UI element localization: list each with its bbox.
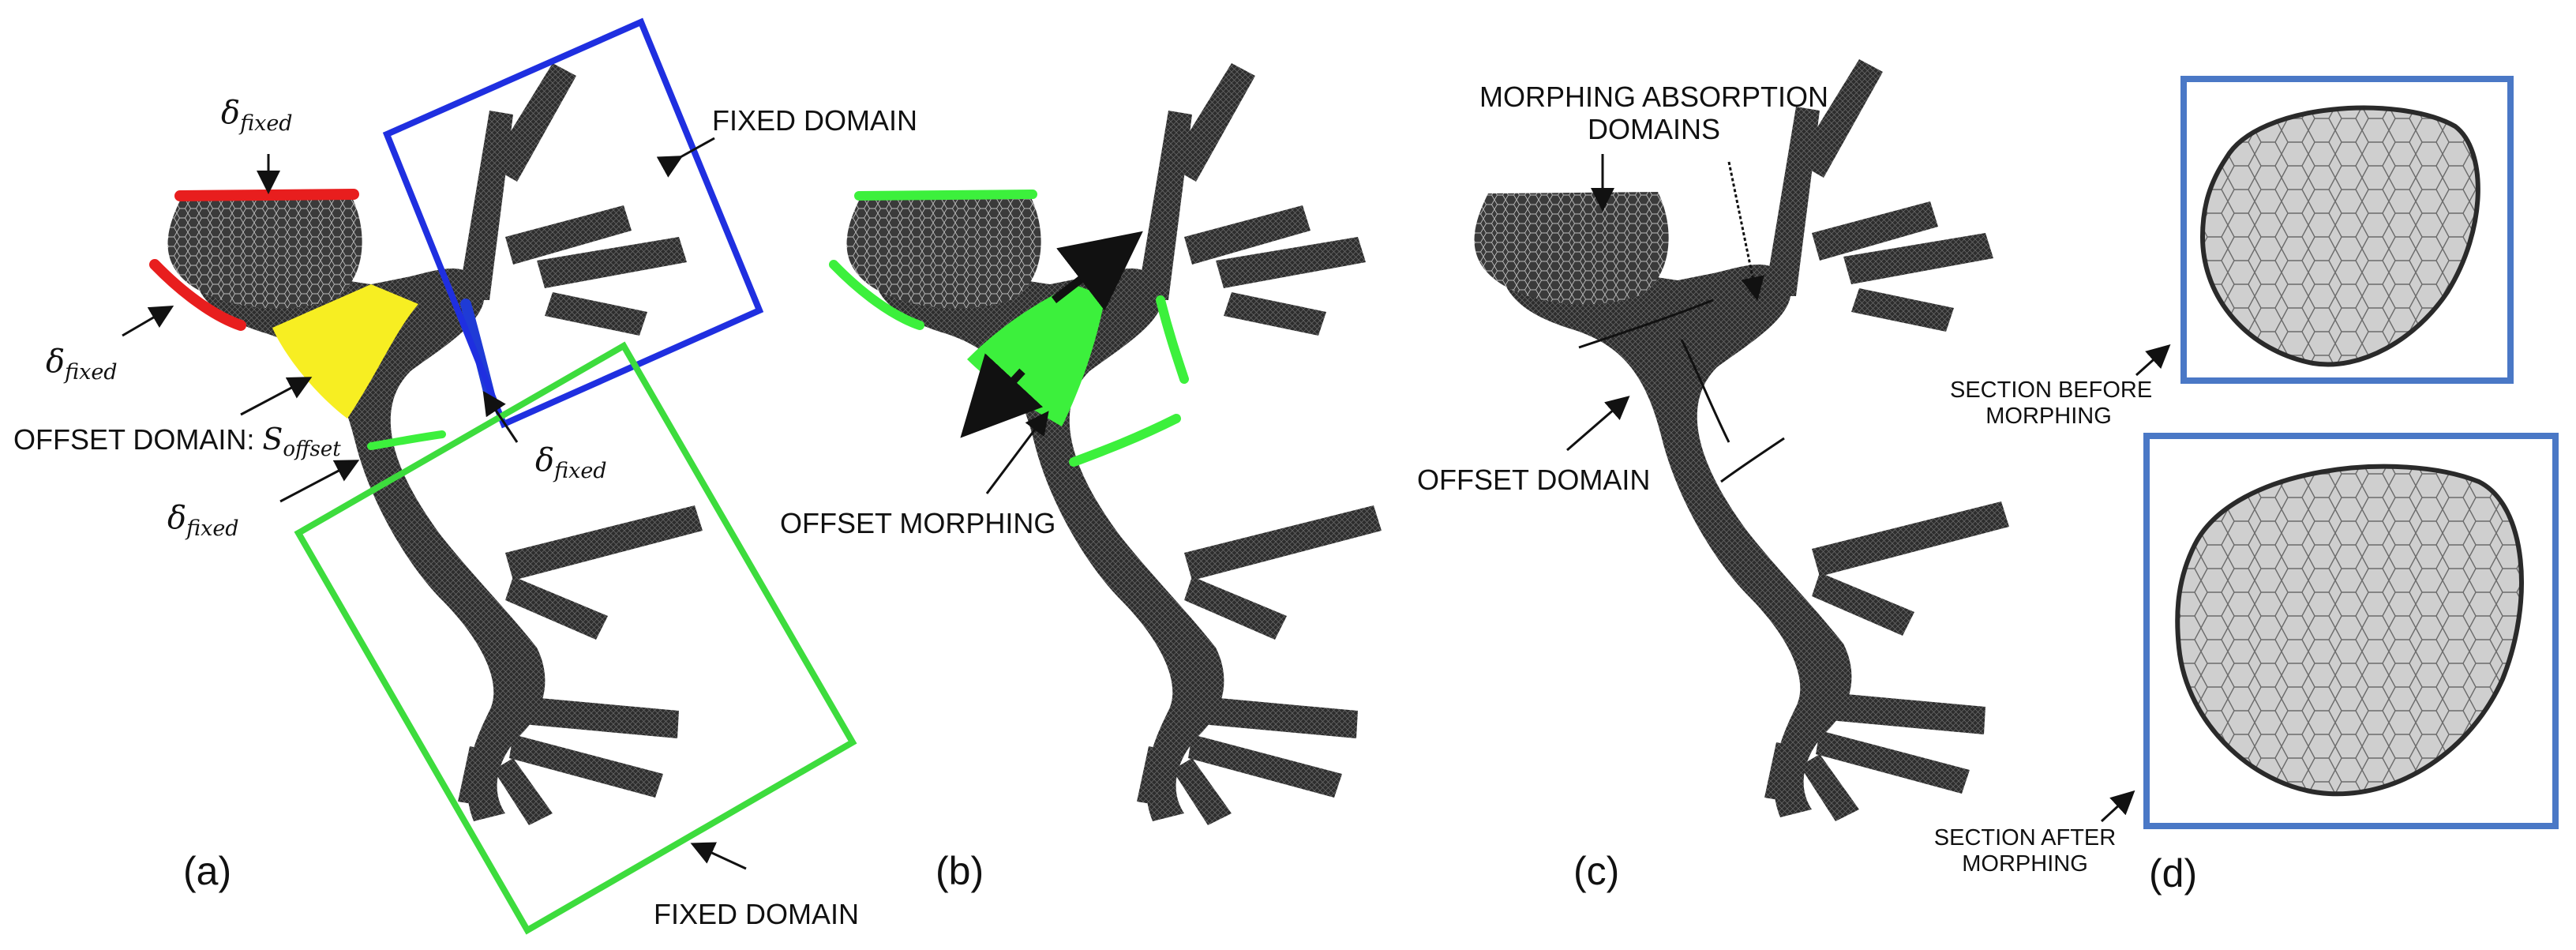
arrow-icon	[122, 305, 174, 337]
arrow-icon	[1566, 396, 1630, 452]
arrow-icon	[1727, 161, 1764, 301]
panel-c-vessel-mesh-icon	[1474, 59, 2009, 821]
arrow-icon	[690, 842, 747, 870]
fixed-domain-frame-green	[294, 341, 857, 935]
green-boundary-top	[854, 190, 1037, 201]
panel-label-a: (a)	[183, 849, 232, 893]
arrow-icon	[482, 391, 519, 443]
panel-d-sections	[2100, 76, 2559, 829]
cross-section-mesh-icon	[2175, 464, 2524, 797]
offset-morphing-label: OFFSET MORPHING	[780, 507, 1056, 539]
arrow-icon	[656, 137, 715, 178]
offset-domain-c-label: OFFSET DOMAIN	[1417, 464, 1651, 496]
panel-a-vessel-mesh-icon	[122, 17, 857, 935]
partition-line	[1720, 437, 1785, 483]
fixed-boundary-green	[367, 430, 446, 450]
panel-b-vessel-mesh-icon	[829, 63, 1382, 825]
fixed-domain-frame-blue	[382, 17, 764, 429]
fixed-domain-top-label: FIXED DOMAIN	[712, 104, 918, 137]
bidirectional-arrow-icon	[1051, 231, 1143, 311]
delta-fixed-top-label: δfixed	[221, 95, 293, 136]
delta-fixed-left-label: δfixed	[46, 344, 118, 385]
delta-fixed-bottom-label: δfixed	[167, 500, 239, 541]
offset-domain-label: OFFSET DOMAIN: Soffset	[13, 422, 341, 462]
partition-line	[1578, 299, 1714, 349]
section-before-frame	[2180, 76, 2514, 384]
green-boundary-right	[1156, 295, 1189, 384]
delta-fixed-right-label: δfixed	[535, 442, 607, 483]
fixed-boundary-top-red	[174, 189, 359, 201]
arrow-icon	[279, 460, 360, 503]
green-boundary-left	[829, 260, 924, 330]
arrow-icon	[2100, 790, 2135, 823]
arrow-icon	[985, 411, 1049, 494]
fixed-domain-bottom-label: FIXED DOMAIN	[654, 898, 860, 930]
panel-label-d: (d)	[2149, 851, 2198, 896]
cross-section-mesh-icon	[2199, 105, 2480, 367]
green-boundary-bottom	[1069, 414, 1181, 467]
panel-label-b: (b)	[936, 849, 984, 893]
morphing-absorption-label: MORPHING ABSORPTION DOMAINS	[1479, 81, 1829, 146]
panel-label-c: (c)	[1573, 849, 1620, 893]
arrow-icon	[2135, 344, 2171, 377]
section-after-frame	[2143, 433, 2559, 829]
partition-line	[1680, 339, 1730, 443]
section-before-label: SECTION BEFORE MORPHING	[1950, 377, 2153, 430]
bidirectional-arrow-icon	[960, 353, 1044, 438]
arrow-icon	[240, 377, 313, 416]
fixed-boundary-left-red	[149, 259, 246, 331]
section-after-label: SECTION AFTER MORPHING	[1933, 825, 2117, 877]
offset-domain-yellow	[272, 284, 418, 419]
